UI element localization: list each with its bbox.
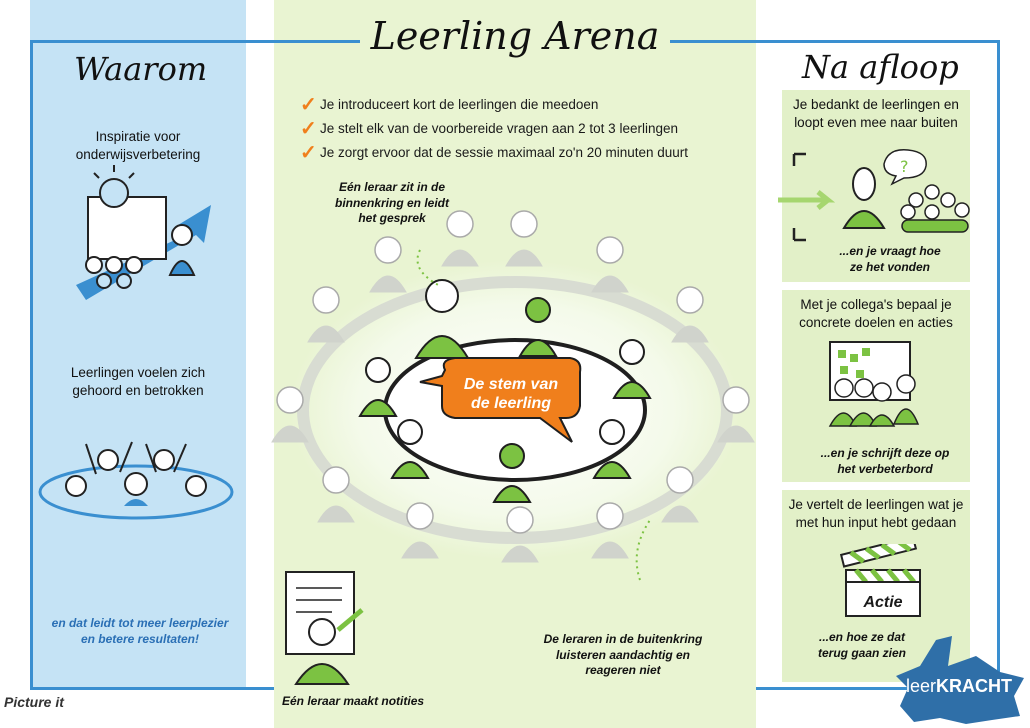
checklist-item: ✓ Je zorgt ervoor dat de sessie maximaal… bbox=[300, 141, 689, 164]
step-box-1 bbox=[782, 90, 970, 282]
note-taker-caption: Eén leraar maakt notities bbox=[282, 694, 425, 708]
waarom-item-2: Leerlingen voelen zich gehoord en betrok… bbox=[70, 365, 206, 399]
instruction-checklist: ✓ Je introduceert kort de leerlingen die… bbox=[300, 92, 750, 164]
frame-right-line bbox=[997, 40, 1000, 690]
checklist-item: ✓ Je introduceert kort de leerlingen die… bbox=[300, 93, 599, 116]
thank-students-illustration: ? bbox=[778, 149, 970, 242]
speech-bubble-text: De stem van de leerling bbox=[463, 376, 559, 413]
checklist-item: ✓ Je stelt elk van de voorbereide vragen… bbox=[300, 117, 678, 140]
check-icon: ✓ bbox=[300, 141, 317, 164]
svg-text:?: ? bbox=[900, 157, 909, 176]
leerkracht-logo-splash bbox=[896, 636, 1024, 724]
waarom-title: Waarom bbox=[74, 50, 208, 88]
step-3-text: Je vertelt de leerlingen wat je met hun … bbox=[788, 497, 964, 531]
waarom-item-1: Inspiratie voor onderwijsverbetering bbox=[75, 129, 201, 163]
frame-bottom-line-right bbox=[756, 687, 1000, 690]
check-icon: ✓ bbox=[300, 117, 317, 140]
outer-circle-note: De leraren in de buitenkring luisteren a… bbox=[543, 632, 703, 678]
inner-circle-note: Eén leraar zit in de binnenkring en leid… bbox=[334, 180, 449, 226]
frame-left-line bbox=[30, 40, 33, 690]
page-title: Leerling Arena bbox=[360, 14, 670, 58]
picture-it-logo: Picture it bbox=[4, 694, 64, 710]
waarom-panel bbox=[30, 0, 246, 690]
clapperboard-icon bbox=[840, 544, 921, 617]
na-afloop-title: Na afloop bbox=[802, 48, 959, 86]
speech-bubble bbox=[419, 357, 582, 443]
inner-circle-students bbox=[358, 279, 652, 503]
step-2-text: Met je collega's bepaal je concrete doel… bbox=[799, 297, 953, 331]
students-circle-illustration bbox=[38, 441, 234, 520]
lightbulb-icon bbox=[99, 178, 129, 208]
improvement-board-illustration bbox=[828, 341, 920, 427]
frame-bottom-line-left bbox=[30, 687, 274, 690]
step-3-note: ...en hoe ze dat terug gaan zien bbox=[817, 630, 906, 660]
arena-diagram bbox=[271, 210, 755, 581]
leerkracht-logo: leerKRACHT bbox=[906, 676, 1013, 696]
step-2-note: ...en je schrijft deze op het verbeterbo… bbox=[820, 446, 950, 476]
step-1-text: Je bedankt de leerlingen en loopt even m… bbox=[793, 97, 959, 131]
inspiration-illustration bbox=[76, 165, 211, 300]
clapperboard-label: Actie bbox=[863, 594, 903, 611]
outer-circle-teachers bbox=[271, 210, 755, 563]
note-taker-illustration bbox=[285, 571, 364, 685]
check-icon: ✓ bbox=[300, 93, 317, 116]
waarom-footer: en dat leidt tot meer leerplezier en bet… bbox=[51, 616, 229, 646]
step-1-note: ...en je vraagt hoe ze het vonden bbox=[839, 244, 941, 274]
